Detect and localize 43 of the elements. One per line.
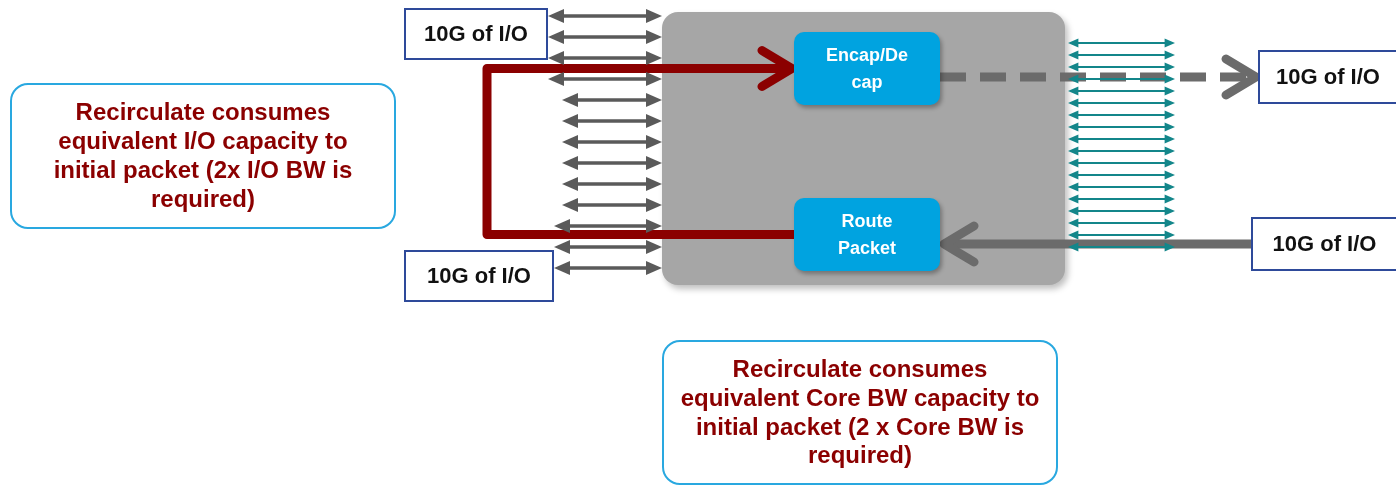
io-lane-arrow bbox=[1068, 134, 1175, 144]
io-lane-arrow bbox=[562, 93, 662, 107]
io-lane-arrow bbox=[1068, 146, 1175, 156]
io-lane-arrow bbox=[1068, 182, 1175, 192]
io-lane-arrow bbox=[1068, 38, 1175, 48]
io-lane-arrow bbox=[1068, 50, 1175, 60]
io-lane-arrow bbox=[1068, 74, 1175, 84]
function-box: Encap/Decap bbox=[794, 32, 940, 105]
io-lane-arrow bbox=[1068, 206, 1175, 216]
io-lane-arrow bbox=[1068, 194, 1175, 204]
io-label-box: 10G of I/O bbox=[1258, 50, 1396, 104]
io-lane-arrow bbox=[1068, 86, 1175, 96]
io-lane-arrow bbox=[1068, 110, 1175, 120]
arrow bbox=[940, 54, 1261, 100]
io-lane-arrow bbox=[562, 135, 662, 149]
io-label-box: 10G of I/O bbox=[404, 250, 554, 302]
io-lane-arrow bbox=[562, 114, 662, 128]
callout-box: Recirculate consumes equivalent I/O capacity to initial packet (2x I/O BW is required) bbox=[10, 83, 396, 229]
io-lane-arrow bbox=[1068, 230, 1175, 240]
io-label-box: 10G of I/O bbox=[1251, 217, 1396, 271]
function-box: Route Packet bbox=[794, 198, 940, 271]
io-lane-arrow bbox=[554, 219, 662, 233]
io-lane-arrow bbox=[1068, 98, 1175, 108]
io-lane-arrow bbox=[1068, 218, 1175, 228]
io-lane-arrow bbox=[1068, 158, 1175, 168]
callout-box: Recirculate consumes equivalent Core BW capacity to initial packet (2 x Core BW is required) bbox=[662, 340, 1058, 485]
io-lane-arrow bbox=[562, 177, 662, 191]
io-lane-arrow bbox=[1068, 242, 1175, 252]
io-lane-arrow bbox=[554, 261, 662, 275]
io-lane-arrow bbox=[562, 156, 662, 170]
io-label-box: 10G of I/O bbox=[404, 8, 548, 60]
arrow bbox=[482, 46, 797, 239]
io-lane-arrow bbox=[1068, 122, 1175, 132]
arrow bbox=[939, 221, 1251, 267]
io-lane-arrow bbox=[548, 51, 662, 65]
io-lane-arrow bbox=[1068, 62, 1175, 72]
io-lane-arrow bbox=[1068, 170, 1175, 180]
io-lane-arrow bbox=[548, 30, 662, 44]
io-lane-arrow bbox=[562, 198, 662, 212]
io-lane-arrow bbox=[554, 240, 662, 254]
chip-block bbox=[662, 12, 1065, 285]
io-lane-arrow bbox=[548, 9, 662, 23]
io-lane-arrow bbox=[548, 72, 662, 86]
